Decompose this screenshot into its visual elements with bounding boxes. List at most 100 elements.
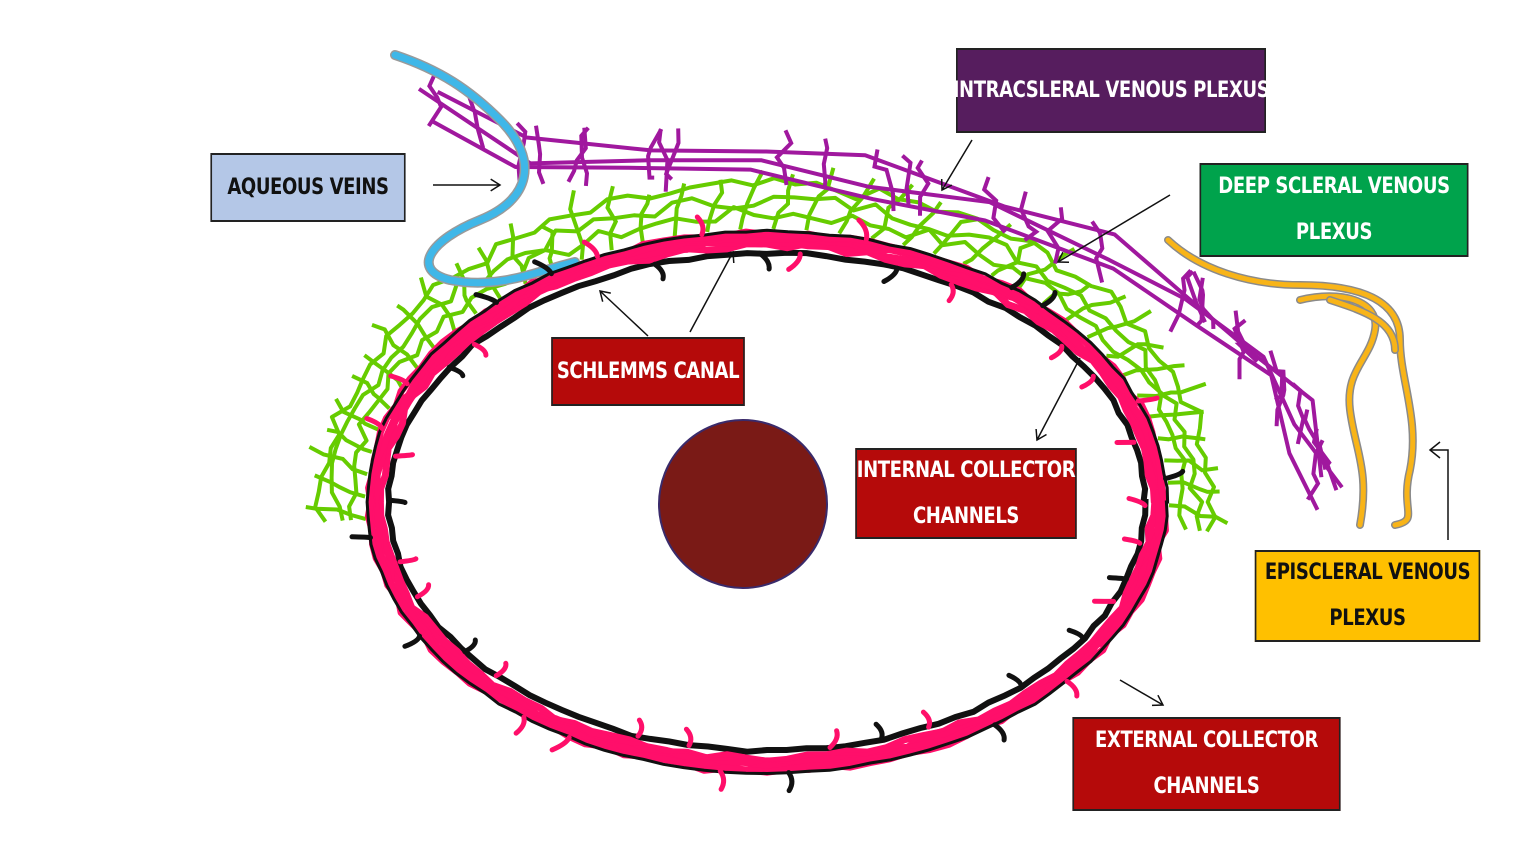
collector-channel [1079,373,1096,390]
green-plexus-branch [605,185,619,251]
intrascleral-arrow [941,139,973,191]
external-collector-arrow-head [1151,694,1165,707]
internal-collector-arrow [1036,357,1081,441]
collector-channel [397,556,419,565]
episcleral-plexus-label: EPISCLERAL VENOUS PLEXUS [1254,550,1481,642]
purple-plexus-branch [1184,270,1207,324]
purple-plexus-branch [566,127,588,183]
aqueous-vein [391,51,579,287]
purple-plexus-branch [1274,369,1287,427]
purple-plexus-strand [436,90,1324,478]
green-plexus-branch [476,246,502,299]
purple-plexus-branch [1291,382,1306,445]
schlemms-canal-label: SCHLEMMS CANAL [551,337,745,406]
green-plexus-branch [363,353,404,389]
green-plexus-strand [313,176,1218,533]
collector-channel [364,416,385,431]
purple-plexus-branch [901,154,913,205]
green-plexus-branch [705,179,725,233]
schlemms-arrow-left [599,290,649,337]
green-plexus-branch [1168,503,1229,525]
deep-scleral-plexus-vessels [305,167,1229,533]
collector-channel [1106,575,1129,582]
episcleral-arrow-line [1430,449,1449,540]
collector-channel [462,637,478,655]
collector-channel [1121,536,1143,546]
aqueous-veins-arrow-head [490,178,502,192]
schlemms-arrow-right-head [723,250,735,264]
collector-channel [827,728,840,750]
collector-channel [786,251,803,272]
internal-collector-label-line1: INTERNAL COLLECTOR [856,457,1076,483]
internal-collector-channels-label: INTERNAL COLLECTOR CHANNELS [855,448,1077,539]
green-plexus-branch [738,169,765,231]
purple-plexus-branch [821,138,830,187]
green-plexus-branch [672,183,687,237]
purple-plexus-branch [1197,277,1216,329]
purple-plexus-branch [1045,207,1065,264]
aqueous-vein-vessel [390,50,580,288]
green-plexus-branch [837,177,876,235]
green-plexus-branch [568,190,585,260]
purple-plexus-branch [981,176,1007,234]
green-plexus-branch [396,303,437,350]
collector-channel [471,341,489,358]
collector-channel [446,364,466,379]
external-collector-label-line2: CHANNELS [1153,774,1260,799]
green-plexus-branch [1164,458,1219,473]
green-plexus-branch [932,217,979,255]
external-collector-label-line1: EXTERNAL COLLECTOR [1095,728,1318,753]
collector-channel [402,633,422,649]
purple-plexus-branch [1168,269,1193,333]
collector-channel [717,768,727,792]
canal-outer-outline [365,228,1170,776]
episcleral-vessel [1327,297,1398,353]
purple-plexus-branch [1311,428,1339,491]
purple-plexus-branch [1191,270,1206,328]
collector-channel [1040,290,1058,309]
green-plexus-branch [351,374,391,410]
green-plexus-branch [990,241,1035,278]
episcleral-arrow-head [1428,441,1441,459]
collector-channel-stubs [349,214,1186,794]
pupil [658,419,828,589]
collector-channel [1126,496,1148,509]
collector-channel [856,217,870,242]
intrascleral-plexus-label-text: INTRACSLERAL VENOUS PLEXUS [952,77,1270,103]
purple-plexus-branch [1232,318,1247,380]
collector-channel [786,770,795,794]
collector-channel [493,660,509,679]
collector-channel [873,721,885,742]
aqueous-veins-label: AQUEOUS VEINS [210,153,406,222]
pointer-arrows [433,139,1449,707]
green-plexus-branch [1122,363,1185,378]
collector-channel [946,282,956,304]
collector-channel [694,214,706,238]
collector-channel [388,373,410,387]
episcleral-plexus-label-line1: EPISCLERAL VENOUS [1264,560,1471,585]
intrascleral-plexus-vessels [417,70,1344,511]
internal-collector-label-line2: CHANNELS [912,503,1020,529]
deep-scleral-plexus-label: DEEP SCLERAL VENOUS PLEXUS [1199,163,1469,257]
purple-plexus-branch [1018,191,1040,242]
purple-plexus-branch [427,70,444,128]
deep-scleral-plexus-label-line1: DEEP SCLERAL VENOUS [1218,174,1450,199]
purple-plexus-branch [515,121,528,185]
green-plexus-branch [804,167,836,231]
collector-channel [414,582,432,600]
purple-plexus-branch [872,149,896,212]
green-plexus-branch [305,505,367,522]
purple-plexus-branch [1090,220,1105,283]
collector-channel [532,259,554,277]
collector-channel [1135,395,1160,404]
green-plexus-branch [1065,294,1127,322]
collector-channel [513,714,527,736]
deep-scleral-arrow-head [1056,251,1070,264]
green-plexus-branch [418,276,457,332]
purple-plexus-strand [429,118,1320,511]
collector-channel [549,735,572,753]
purple-plexus-branch [465,90,486,149]
purple-plexus-branch [1306,439,1325,501]
purple-plexus-branch [534,125,546,185]
